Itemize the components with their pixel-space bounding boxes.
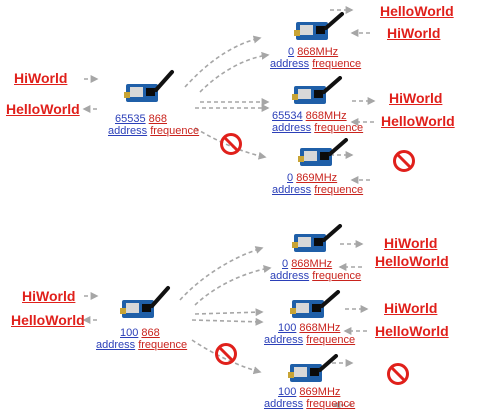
receiver-1-message-1: HiWorld — [384, 235, 438, 251]
receiver-1-message-2: HelloWorld — [375, 253, 449, 269]
arrow-d1-to-r1 — [184, 35, 262, 88]
receiver-3-blocked-icon — [386, 362, 410, 391]
arrow-d2-to-r1b — [194, 265, 272, 306]
receiver-1-frequency-label: frequence — [312, 270, 362, 282]
receiver-1-message-2: HiWorld — [387, 25, 441, 41]
receiver-3-address-label: address — [264, 398, 304, 410]
receiver-2-frequency-value: 868MHz — [305, 110, 347, 122]
receiver-3-blocked-icon — [392, 149, 416, 178]
receiver-2-message-1: HiWorld — [384, 300, 438, 316]
receiver-3-address-value: 0 — [287, 172, 294, 184]
sender-frequency-value: 868 — [148, 113, 168, 125]
receiver-2-frequency-label: frequence — [314, 122, 364, 134]
receiver-1-radio-module-icon — [290, 224, 344, 263]
receiver-3-frequency-value: 869MHz — [299, 386, 341, 398]
receiver-2-frequency-label: frequence — [306, 334, 356, 346]
receiver-3-address-value: 100 — [278, 386, 297, 398]
receiver-3-address-label: address — [272, 184, 312, 196]
receiver-1-frequency-value: 868MHz — [291, 258, 333, 270]
sender-frequency-label: frequence — [138, 339, 188, 351]
sender-address-label: address — [108, 125, 148, 137]
receiver-2-address-label: address — [264, 334, 304, 346]
arrow-d2-to-r1 — [179, 246, 264, 301]
receiver-1-frequency-label: frequence — [312, 58, 362, 70]
sender-radio-module-icon — [118, 284, 172, 333]
receiver-3-frequency-value: 869MHz — [296, 172, 338, 184]
receiver-1-address-label: address — [270, 58, 310, 70]
arrow-d2-to-r2 — [194, 308, 264, 317]
receiver-2-message-2: HelloWorld — [381, 113, 455, 129]
receiver-1-radio-module-icon — [292, 12, 346, 51]
receiver-2-frequency-value: 868MHz — [299, 322, 341, 334]
receiver-1-frequency-value: 868MHz — [297, 46, 339, 58]
arrow-d1-to-r3 — [194, 127, 267, 160]
arrow-d2-to-r2b — [191, 317, 264, 326]
receiver-2-message-2: HelloWorld — [375, 323, 449, 339]
receiver-2-radio-module-icon — [288, 290, 342, 329]
receiver-1-address-label: address — [270, 270, 310, 282]
receiver-3-frequency-label: frequence — [314, 184, 364, 196]
receiver-1-address-value: 0 — [288, 46, 295, 58]
sender-address-label: address — [96, 339, 136, 351]
arrow-d2-to-r3 — [191, 339, 262, 375]
receiver-3-radio-module-icon — [286, 354, 340, 393]
sender-radio-module-icon — [122, 68, 176, 117]
receiver-2-address-label: address — [272, 122, 312, 134]
sender-frequency-value: 868 — [141, 327, 160, 339]
arrow-d1-to-r1b — [199, 51, 270, 93]
receiver-3-frequency-label: frequence — [306, 398, 356, 410]
receiver-1-message-1: HelloWorld — [380, 3, 454, 19]
blocked-icon — [219, 132, 243, 161]
sender-message-1: HiWorld — [14, 70, 68, 86]
sender-message-2: HelloWorld — [11, 312, 85, 328]
sender-address-value: 65535 — [115, 113, 146, 125]
receiver-2-radio-module-icon — [290, 76, 344, 115]
sender-message-2: HelloWorld — [6, 101, 80, 117]
sender-address-value: 100 — [120, 327, 139, 339]
receiver-2-address-value: 65534 — [272, 110, 303, 122]
sender-frequency-label: frequence — [150, 125, 200, 137]
receiver-1-address-value: 0 — [282, 258, 289, 270]
receiver-2-address-value: 100 — [278, 322, 297, 334]
blocked-icon — [214, 342, 238, 371]
receiver-3-radio-module-icon — [296, 138, 350, 177]
receiver-2-message-1: HiWorld — [389, 90, 443, 106]
sender-message-1: HiWorld — [22, 288, 76, 304]
